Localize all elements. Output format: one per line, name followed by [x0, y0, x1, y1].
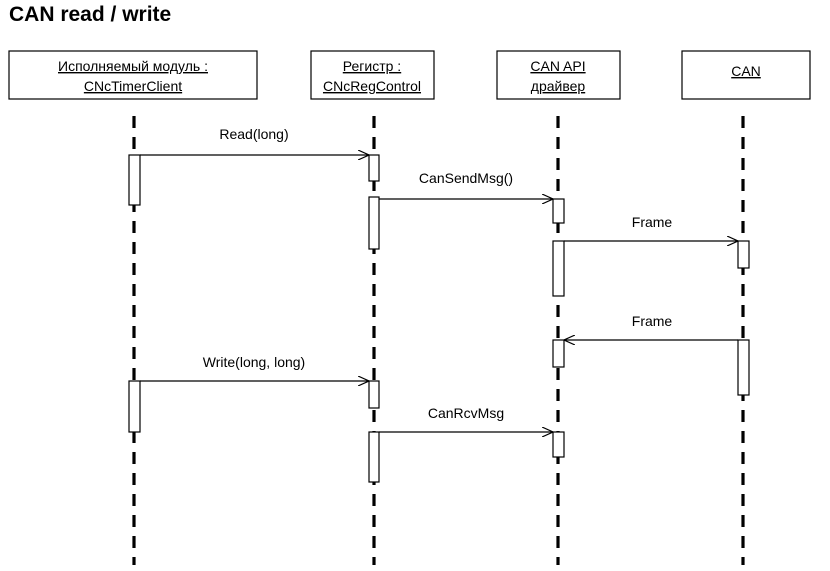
activation-bar [368, 431, 380, 483]
object-can-api-name: CAN API [530, 58, 585, 74]
activation-bar [368, 196, 380, 250]
activation-bar [368, 380, 380, 409]
activation-bar [552, 431, 565, 458]
message-label: CanSendMsg() [419, 170, 513, 186]
activation-bar [368, 154, 380, 182]
activation-bar [737, 339, 750, 396]
object-can-api: CAN API драйвер [496, 50, 621, 100]
object-reg-control: Регистр : CNcRegControl [310, 50, 435, 100]
object-reg-control-class: CNcRegControl [323, 78, 421, 94]
object-can-name: CAN [731, 63, 761, 79]
activation-bar [128, 154, 141, 206]
message-label: Read(long) [219, 126, 288, 142]
object-timer-client-name: Исполняемый модуль : [58, 58, 208, 74]
message-label: CanRcvMsg [428, 405, 504, 421]
object-can-api-type: драйвер [531, 78, 586, 94]
message-label: Frame [632, 313, 673, 329]
object-can: CAN [681, 50, 811, 100]
diagram-title: CAN read / write [9, 3, 172, 26]
message-label: Frame [632, 214, 673, 230]
activation-bar [552, 198, 565, 224]
activation-bar [128, 380, 141, 433]
object-timer-client-class: CNcTimerClient [84, 78, 182, 94]
object-timer-client: Исполняемый модуль : CNcTimerClient [8, 50, 258, 100]
activation-bar [737, 240, 750, 269]
message-label: Write(long, long) [203, 354, 305, 370]
object-reg-control-name: Регистр : [343, 58, 401, 74]
activation-bar [552, 339, 565, 368]
activation-bar [552, 240, 565, 297]
